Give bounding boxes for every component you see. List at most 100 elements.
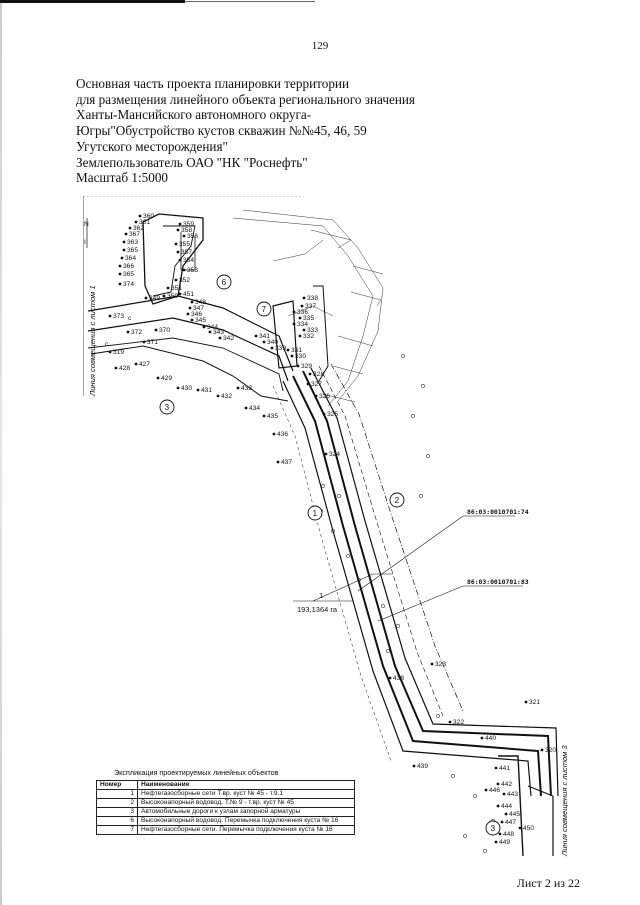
point-label: 434 (249, 405, 260, 412)
corridor (272, 363, 559, 797)
legend-row-name: Высоконапорный водовод. Перемычка подклю… (137, 816, 355, 826)
point-label: 344 (207, 324, 218, 331)
legend: Экспликация проектируемых линейных объек… (96, 768, 396, 835)
legend-header-row: Номер Наименование (96, 780, 355, 790)
survey-point (502, 792, 506, 796)
survey-point (272, 432, 276, 436)
legend-row-number: 3 (96, 807, 138, 817)
parcel-label: 86:03:0010701:83 (467, 578, 529, 586)
legend-row-name: Нефтегазосборные сети. Перемычка подключ… (137, 825, 355, 835)
point-label: 345 (195, 317, 206, 324)
point-label: 364 (125, 255, 136, 262)
point-label: 349 (149, 295, 160, 302)
survey-point (298, 316, 302, 320)
survey-point (114, 366, 118, 370)
point-label: 342 (223, 335, 234, 342)
survey-point (496, 782, 500, 786)
object-marker-number: 1 (313, 509, 318, 518)
legend-col-name: Наименование (137, 780, 355, 790)
point-label: 448 (503, 831, 514, 838)
point-label: 439 (417, 763, 428, 770)
point-label: 325 (327, 411, 338, 418)
object-marker-circle (256, 301, 272, 317)
point-label: 348 (195, 299, 206, 306)
point-label: 431 (201, 387, 212, 394)
survey-point (286, 348, 290, 352)
point-label: 337 (305, 303, 316, 310)
point-label: 433 (241, 385, 252, 392)
survey-point (174, 278, 178, 282)
survey-point (292, 310, 296, 314)
landowner-line: Землепользователь ОАО "НК "Роснефть" (76, 154, 308, 170)
zone-area: 193,1364 га (297, 605, 338, 614)
survey-point (182, 234, 186, 238)
point-label: 367 (129, 231, 140, 238)
survey-point (182, 268, 186, 272)
north-letter: N (84, 221, 89, 228)
map-drawing: Линия совмещения с листом 1 Линия совмещ… (83, 196, 568, 857)
survey-point (448, 720, 452, 724)
object-marker-number: 3 (491, 824, 496, 833)
object-marker-number: 7 (262, 305, 267, 314)
survey-point (300, 304, 304, 308)
survey-point (244, 406, 248, 410)
point-label: 324 (329, 451, 340, 458)
point-label: 444 (501, 803, 512, 810)
planning-map: Линия совмещения с листом 1 Линия совмещ… (83, 196, 568, 866)
survey-point (124, 232, 128, 236)
survey-point (498, 832, 502, 836)
survey-point (290, 354, 294, 358)
survey-point (216, 394, 220, 398)
point-label: 445 (509, 811, 520, 818)
point-label: 435 (267, 413, 278, 420)
legend-row-number: 2 (96, 798, 138, 808)
north-letter: I (84, 239, 86, 246)
survey-point (176, 228, 180, 232)
point-label: 322 (453, 719, 464, 726)
title-line: Угутского месторождения" (76, 138, 228, 154)
survey-point (156, 376, 160, 380)
point-label: 357 (181, 249, 192, 256)
scale-line: Масштаб 1:5000 (76, 170, 169, 186)
side-label-right: Линия совмещения с листом 3 (560, 745, 568, 857)
survey-point (254, 334, 258, 338)
point-label: 352 (179, 277, 190, 284)
survey-point (518, 826, 522, 830)
point-label: 442 (501, 781, 512, 788)
survey-point (292, 322, 296, 326)
point-label: 427 (139, 361, 150, 368)
leaders (312, 515, 523, 622)
side-label-left: Линия совмещения с листом 1 (88, 285, 97, 397)
object-marker-number: 6 (222, 278, 227, 287)
object-marker-number: 3 (165, 403, 170, 412)
survey-point (118, 264, 122, 268)
point-label: 446 (489, 787, 500, 794)
point-label: 365 (123, 271, 134, 278)
survey-point (134, 220, 138, 224)
point-label: 327 (311, 381, 322, 388)
corner-structure (498, 755, 554, 857)
survey-point (108, 314, 112, 318)
point-label: 355 (179, 241, 190, 248)
scan-top-mark-thin (185, 1, 315, 2)
point-label: 343 (213, 329, 224, 336)
survey-point (120, 256, 124, 260)
point-label: 440 (485, 735, 496, 742)
point-label: 353 (187, 267, 198, 274)
survey-point (270, 346, 274, 350)
point-label: 331 (291, 347, 302, 354)
point-label: 437 (281, 459, 292, 466)
parcel-label: 86:03:0010701:74 (467, 508, 529, 516)
survey-point (494, 840, 498, 844)
legend-row-number: 6 (96, 816, 138, 826)
survey-point (494, 766, 498, 770)
survey-point (138, 214, 142, 218)
survey-point (122, 248, 126, 252)
point-label: 340 (267, 339, 278, 346)
point-label: 370 (159, 327, 170, 334)
object-marker-number: 2 (395, 496, 400, 505)
survey-point (118, 282, 122, 286)
point-label: 441 (499, 765, 510, 772)
